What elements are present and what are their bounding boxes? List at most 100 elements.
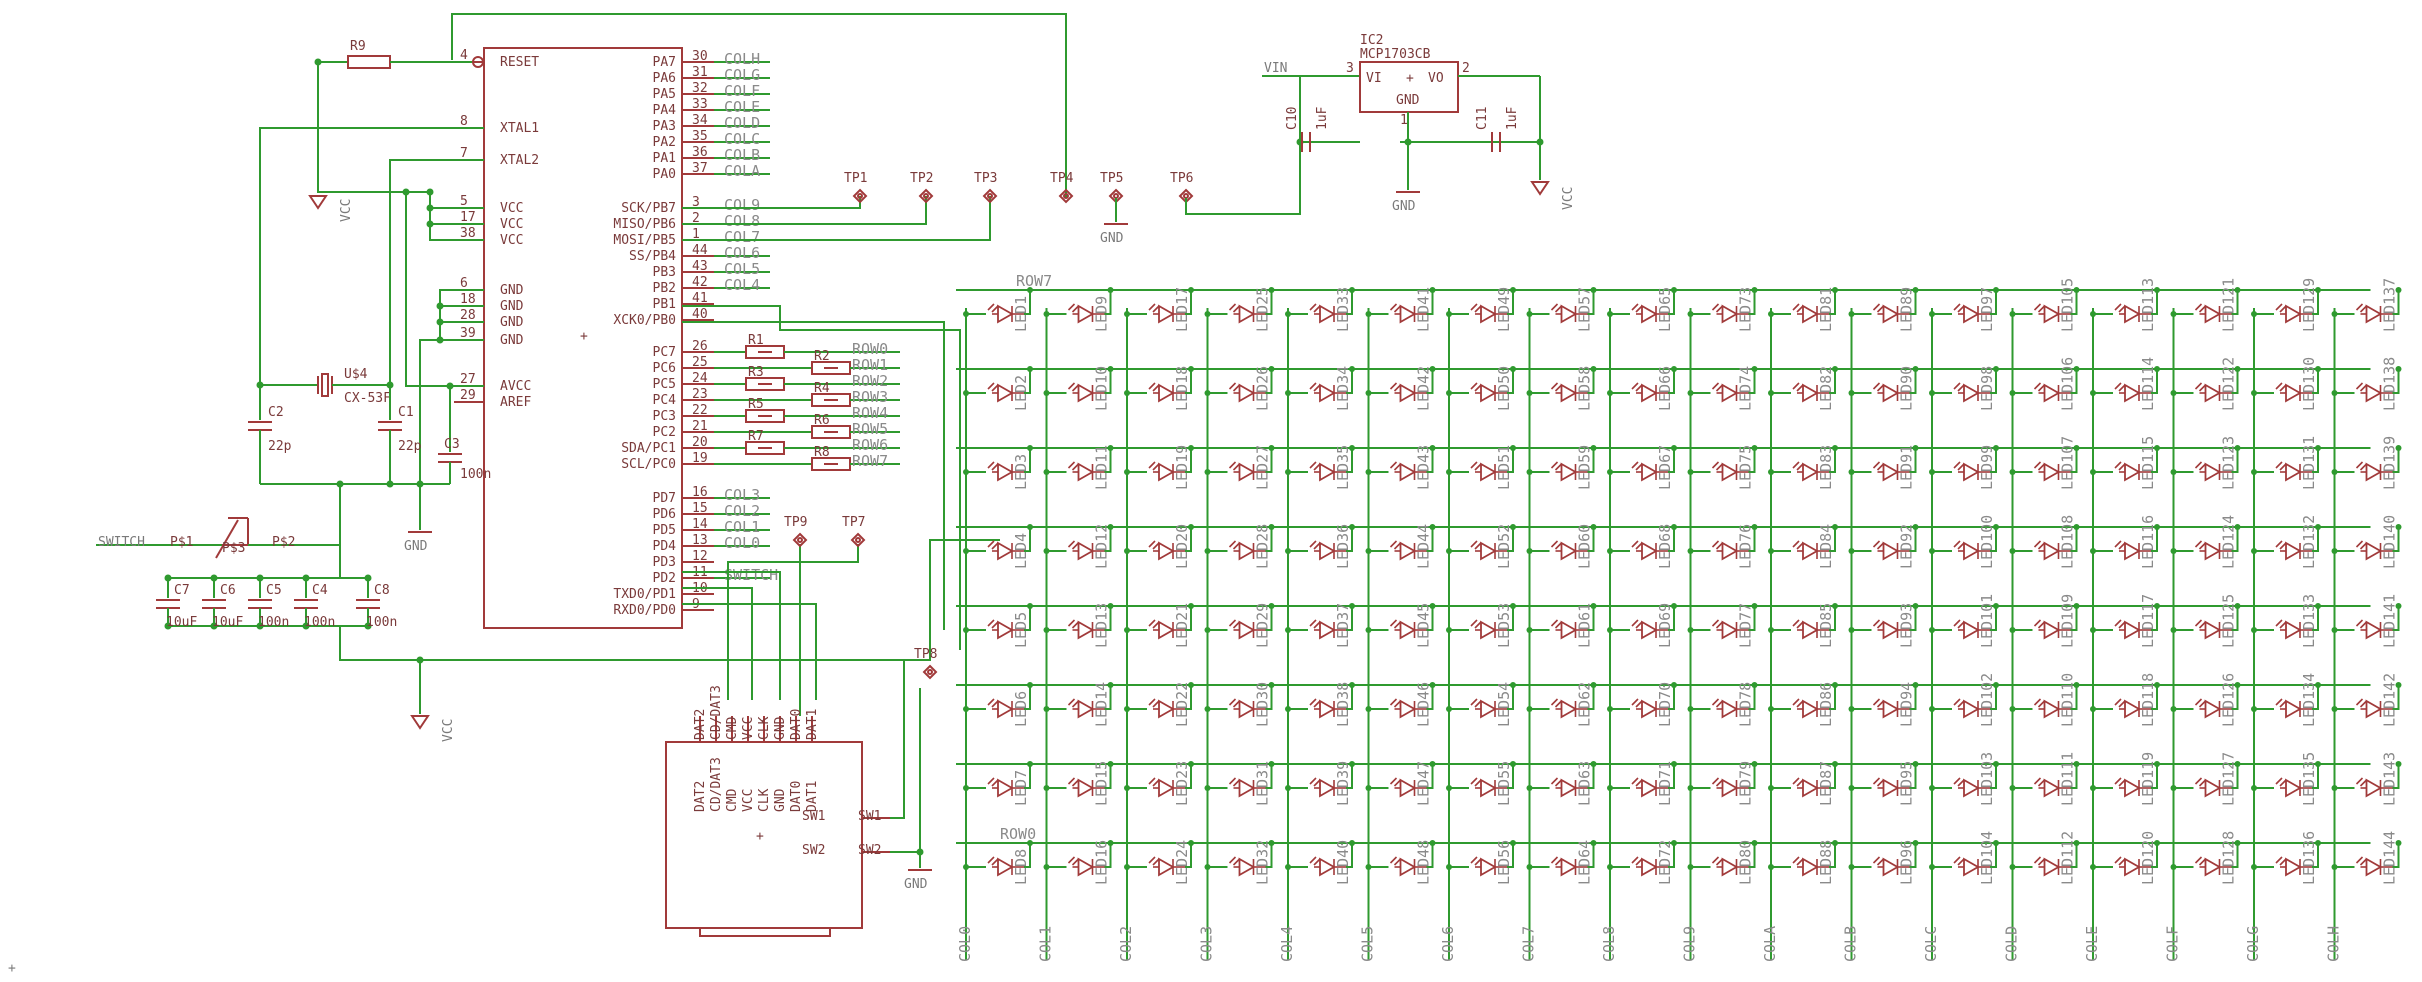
led: LED112	[2009, 831, 2080, 885]
mcu-pin-number: 38	[460, 226, 476, 241]
led-label: LED117	[2139, 594, 2157, 648]
col-label: COL8	[1600, 926, 1618, 962]
led: LED107	[2009, 436, 2080, 490]
led-label: LED9	[1093, 296, 1111, 332]
resistor-label: R3	[748, 365, 764, 380]
col-label: COLG	[2244, 926, 2262, 962]
svg-text:GND: GND	[1100, 231, 1124, 246]
led: LED38	[1285, 682, 1355, 727]
led-label: LED140	[2381, 515, 2399, 569]
led: LED2	[963, 366, 1033, 411]
led: LED134	[2251, 673, 2321, 727]
led-label: LED69	[1656, 603, 1674, 648]
led-label: LED84	[1817, 524, 1835, 569]
mcu-pin-number: 8	[460, 114, 468, 129]
wire-xtal1	[259, 127, 484, 385]
col-label: COLE	[2083, 926, 2101, 962]
net-label: ROW1	[852, 356, 888, 374]
cap-c2: C2 22p	[248, 385, 292, 484]
led-label: LED55	[1495, 761, 1513, 806]
col-label: COLA	[1761, 926, 1779, 962]
wire-xtal2	[389, 159, 484, 385]
led: LED128	[2170, 831, 2241, 885]
net-label: COL9	[724, 196, 760, 214]
led-label: LED35	[1334, 445, 1352, 490]
mcu-pin-number: 1	[692, 227, 700, 242]
mcu-pin-number: 16	[692, 485, 708, 500]
led-label: LED52	[1495, 524, 1513, 569]
svg-text:C10: C10	[1285, 107, 1300, 130]
led: LED39	[1285, 761, 1355, 806]
led: LED121	[2170, 278, 2241, 332]
led: LED60	[1526, 524, 1597, 569]
led: LED41	[1365, 287, 1436, 332]
mcu-pin-name: PC2	[653, 425, 676, 440]
mcu-pin-name: MISO/PB6	[613, 217, 676, 232]
mcu-pin-number: 30	[692, 49, 708, 64]
led-label: LED115	[2139, 436, 2157, 490]
mcu-pin-number: 19	[692, 451, 708, 466]
wire-avcc	[405, 192, 484, 387]
led-label: LED127	[2220, 752, 2238, 806]
led-label: LED130	[2300, 357, 2318, 411]
led-label: LED45	[1415, 603, 1433, 648]
svg-text:22p: 22p	[398, 439, 422, 454]
mcu-pin-number: 27	[460, 372, 476, 387]
led: LED99	[1929, 445, 1999, 490]
led-label: LED139	[2381, 436, 2399, 490]
led: LED140	[2331, 515, 2402, 569]
led: LED86	[1768, 682, 1838, 727]
led-label: LED99	[1978, 445, 1996, 490]
mcu-pin-name: PC4	[653, 393, 677, 408]
led-label: LED28	[1254, 524, 1272, 569]
net-label: COLG	[724, 66, 760, 84]
led-label: LED38	[1334, 682, 1352, 727]
led: LED13	[1043, 603, 1114, 648]
r9-label: R9	[350, 39, 366, 54]
led-label: LED29	[1254, 603, 1272, 648]
led-label: LED19	[1173, 445, 1191, 490]
led-label: LED144	[2381, 831, 2399, 885]
net-label: ROW2	[852, 372, 888, 390]
led: LED120	[2090, 831, 2160, 885]
led-label: LED23	[1173, 761, 1191, 806]
led-label: LED32	[1254, 840, 1272, 885]
mcu-pin-number: 32	[692, 81, 708, 96]
led: LED130	[2251, 357, 2321, 411]
led-label: LED8	[1012, 849, 1030, 885]
led: LED97	[1929, 287, 1999, 332]
led: LED52	[1446, 524, 1516, 569]
sd-pin-inside: DAT2	[693, 781, 708, 812]
led: LED7	[963, 761, 1033, 806]
mcu-pin-number: 2	[692, 211, 700, 226]
led-label: LED2	[1012, 375, 1030, 411]
mcu-pin-name: XCK0/PB0	[613, 313, 676, 328]
led: LED84	[1768, 524, 1838, 569]
mcu-pin-name: PA3	[653, 119, 676, 134]
wire-tp2	[682, 196, 927, 225]
gnd-symbol-1: GND	[404, 531, 432, 554]
mcu-pin-name: PA2	[653, 135, 676, 150]
mcu-pin-name: XTAL1	[500, 121, 539, 136]
mcu-pin-number: 14	[692, 517, 708, 532]
wire-tp1	[682, 196, 861, 209]
mcu-pin-name: PD4	[653, 539, 677, 554]
mcu-pin-number: 7	[460, 146, 468, 161]
col-label: COL2	[1117, 926, 1135, 962]
resistor-label: R1	[748, 333, 764, 348]
led-label: LED126	[2220, 673, 2238, 727]
testpoint	[982, 188, 998, 204]
led-label: LED68	[1656, 524, 1674, 569]
led-label: LED122	[2220, 357, 2238, 411]
col-label: COL5	[1359, 926, 1377, 962]
net-label: COLA	[724, 162, 760, 180]
led-label: LED83	[1817, 445, 1835, 490]
led-label: LED120	[2139, 831, 2157, 885]
led: LED74	[1687, 366, 1758, 411]
vcc-symbol-2: VCC	[410, 715, 456, 742]
led: LED126	[2170, 673, 2241, 727]
led: LED9	[1043, 287, 1114, 332]
led: LED18	[1124, 366, 1194, 411]
col-label: COL3	[1198, 926, 1216, 962]
